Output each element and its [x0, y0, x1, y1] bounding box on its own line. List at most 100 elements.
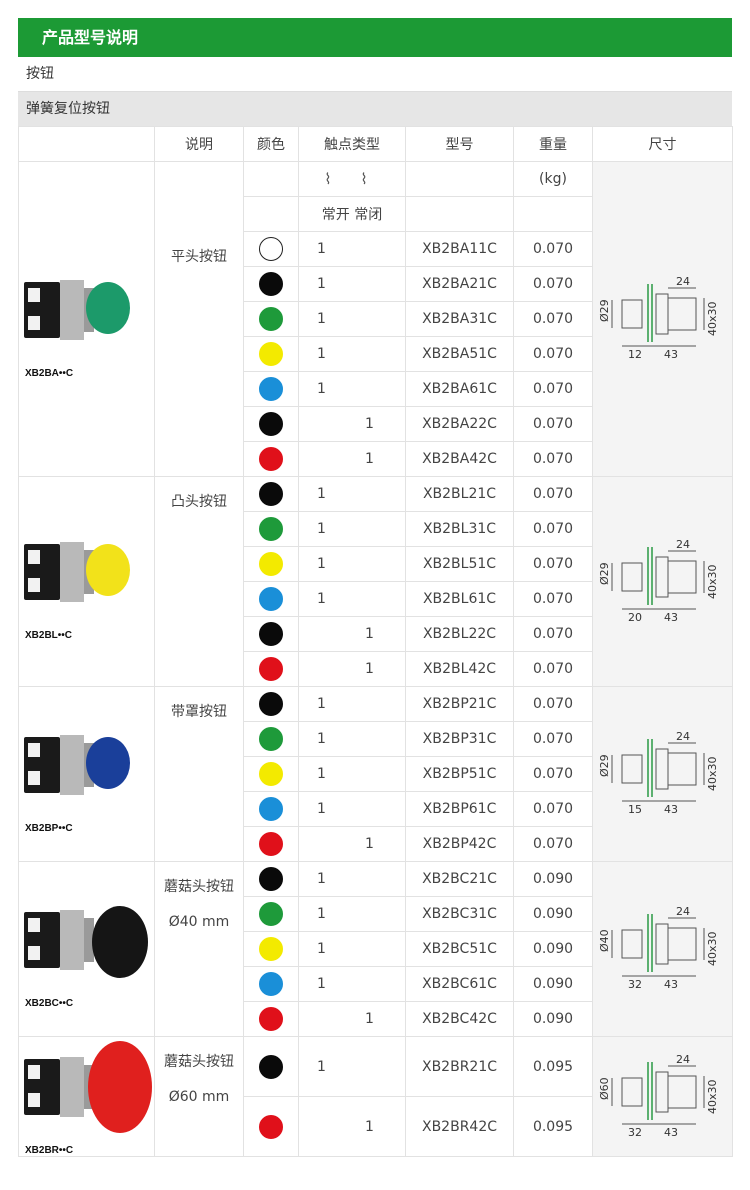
- product-photo-svg: [23, 1041, 152, 1133]
- dim-label-front: 20: [628, 611, 642, 624]
- color-swatch-red: [259, 1114, 283, 1139]
- dim-label-rear: 43: [664, 978, 678, 991]
- product-photo-label: XB2BA••C: [25, 367, 74, 379]
- product-image-cell: XB2BP••C: [18, 686, 155, 862]
- color-cell: [243, 686, 299, 722]
- model-number: XB2BA31C: [405, 301, 514, 337]
- color-cell: [243, 721, 299, 757]
- product-desc-size: Ø40 mm: [168, 914, 230, 930]
- header-color: 颜色: [243, 126, 299, 162]
- weight-value: 0.070: [513, 721, 593, 757]
- contact-no: 1: [298, 721, 406, 757]
- button-head: [91, 905, 148, 978]
- subsection-title: 弹簧复位按钮: [18, 92, 732, 126]
- model-number: XB2BP42C: [405, 826, 514, 862]
- metal-body: [59, 734, 84, 795]
- color-cell: [243, 651, 299, 687]
- dim-label-width: 24: [676, 905, 690, 918]
- color-cell: [243, 441, 299, 477]
- header-model: 型号: [405, 126, 514, 162]
- dim-head-outline: [621, 754, 642, 784]
- color-cell: [243, 301, 299, 337]
- product-photo-svg: [23, 734, 130, 795]
- empty-cell: [405, 196, 514, 232]
- button-head: [85, 544, 130, 596]
- product-desc: 凸头按钮: [171, 494, 227, 510]
- contact-terminal: [27, 287, 40, 302]
- contact-symbol: ⌇ ⌇: [298, 161, 406, 197]
- contact-nc: 1: [298, 616, 406, 652]
- banner-title: 产品型号说明: [18, 18, 732, 57]
- dim-label-front: 15: [628, 803, 642, 816]
- dim-label-width: 24: [676, 730, 690, 743]
- color-swatch-black: [259, 622, 283, 646]
- dim-label-front: 32: [628, 1126, 642, 1139]
- dim-body-outline: [667, 297, 696, 331]
- product-desc: 蘑菇头按钮: [164, 1054, 234, 1070]
- product-photo: XB2BC••C: [19, 890, 154, 1009]
- color-swatch-black: [259, 692, 283, 716]
- dim-label-rear: 43: [664, 803, 678, 816]
- color-cell: [243, 966, 299, 1002]
- model-number: XB2BC21C: [405, 861, 514, 897]
- contact-no: 1: [298, 966, 406, 1002]
- weight-value: 0.070: [513, 581, 593, 617]
- product-photo-label: XB2BR••C: [25, 1145, 74, 1156]
- dim-head-outline: [621, 1077, 642, 1106]
- model-number: XB2BC61C: [405, 966, 514, 1002]
- color-cell: [243, 371, 299, 407]
- product-photo: XB2BP••C: [19, 715, 154, 834]
- contact-no: 1: [298, 476, 406, 512]
- model-number: XB2BC31C: [405, 896, 514, 932]
- dim-head-outline: [621, 929, 642, 959]
- color-cell: [243, 931, 299, 967]
- weight-value: 0.090: [513, 861, 593, 897]
- contact-no: 1: [298, 511, 406, 547]
- contact-terminal: [27, 1093, 40, 1107]
- color-cell: [243, 616, 299, 652]
- weight-value: 0.070: [513, 231, 593, 267]
- color-cell: [243, 826, 299, 862]
- model-number: XB2BL61C: [405, 581, 514, 617]
- color-swatch-green: [259, 307, 283, 331]
- model-number: XB2BC42C: [405, 1001, 514, 1037]
- color-cell: [243, 791, 299, 827]
- contact-no: 1: [298, 861, 406, 897]
- contact-no: 1: [298, 231, 406, 267]
- model-number: XB2BP21C: [405, 686, 514, 722]
- color-swatch-yellow: [259, 762, 283, 786]
- product-image-cell: XB2BR••C: [18, 1036, 155, 1157]
- dim-collar-outline: [655, 293, 668, 335]
- product-photo-label: XB2BL••C: [25, 630, 73, 641]
- model-number: XB2BL31C: [405, 511, 514, 547]
- dim-label-height: 40x30: [706, 931, 719, 966]
- dim-head-outline: [621, 299, 642, 329]
- weight-value: 0.070: [513, 791, 593, 827]
- section-title: 按钮: [18, 57, 732, 92]
- dim-label-height: 40x30: [706, 301, 719, 336]
- contact-no: 1: [298, 931, 406, 967]
- contact-terminal: [27, 742, 40, 757]
- dim-label-diameter: Ø29: [598, 299, 611, 322]
- model-number: XB2BA22C: [405, 406, 514, 442]
- product-desc-size: Ø60 mm: [168, 1089, 230, 1105]
- empty-cell: [405, 161, 514, 197]
- product-photo: XB2BL••C: [19, 522, 154, 641]
- product-desc: 带罩按钮: [171, 704, 227, 720]
- color-swatch-black: [259, 1054, 283, 1079]
- color-cell: [243, 511, 299, 547]
- dim-label-width: 24: [676, 275, 690, 288]
- metal-body: [59, 1057, 84, 1117]
- empty-cell: [513, 196, 593, 232]
